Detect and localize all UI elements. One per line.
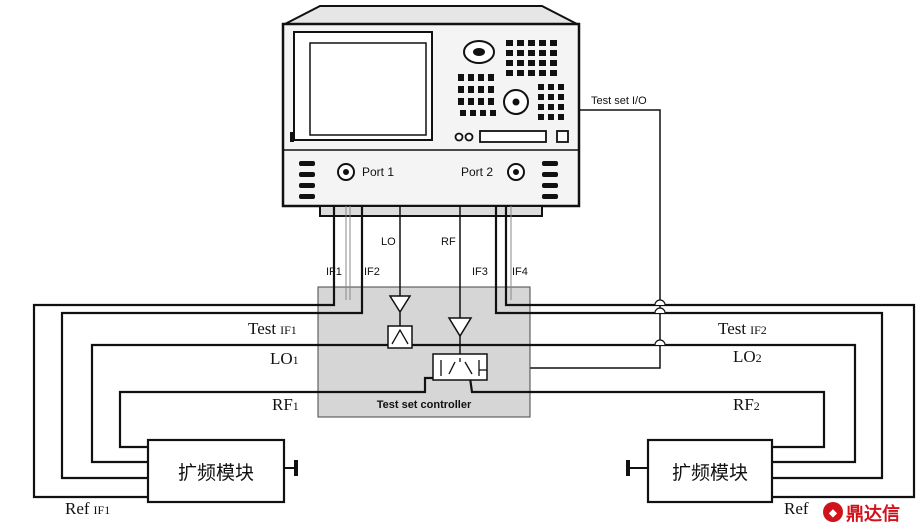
keypad-key bbox=[548, 94, 554, 100]
right-lo-label: LO2 bbox=[733, 347, 762, 366]
keypad-key bbox=[550, 50, 557, 56]
keypad bbox=[458, 40, 564, 120]
keypad-key bbox=[528, 50, 535, 56]
keypad-key bbox=[550, 70, 557, 76]
left-rf-label: RF1 bbox=[272, 395, 299, 414]
test-set-io-label: Test set I/O bbox=[591, 95, 647, 107]
line-if4-ref bbox=[504, 206, 916, 499]
controller-label: Test set controller bbox=[377, 399, 472, 411]
keypad-key bbox=[517, 40, 524, 46]
keypad-key bbox=[538, 84, 544, 90]
right-module-label: 扩频模块 bbox=[672, 462, 748, 484]
keypad-key bbox=[468, 74, 474, 81]
if3-label: IF3 bbox=[472, 266, 488, 278]
right-ref-label: Ref bbox=[784, 499, 809, 518]
keypad-key bbox=[528, 70, 535, 76]
rf-switch-icon bbox=[432, 353, 488, 381]
keypad-key bbox=[539, 70, 546, 76]
keypad-key bbox=[538, 114, 544, 120]
if2-label: IF2 bbox=[364, 266, 380, 278]
keypad-key bbox=[458, 74, 464, 81]
left-extension-module: 扩频模块 bbox=[146, 438, 298, 504]
if1-label: IF1 bbox=[326, 266, 342, 278]
watermark: ◆ 鼎达信 bbox=[823, 502, 900, 525]
keypad-key bbox=[468, 86, 474, 93]
keypad-key bbox=[470, 110, 476, 116]
keypad-key bbox=[460, 110, 466, 116]
left-module-label: 扩频模块 bbox=[178, 462, 254, 484]
keypad-key bbox=[517, 60, 524, 66]
lo-label: LO bbox=[381, 236, 396, 248]
keypad-key bbox=[506, 50, 513, 56]
keypad-key bbox=[458, 98, 464, 105]
right-port-connector-icon bbox=[626, 460, 630, 476]
keypad-key bbox=[478, 98, 484, 105]
line-rf2 bbox=[468, 377, 826, 449]
keypad-key bbox=[506, 40, 513, 46]
keypad-key bbox=[548, 104, 554, 110]
if4-label: IF4 bbox=[512, 266, 528, 278]
line-if3-test bbox=[494, 206, 884, 480]
rf-amplifier-icon bbox=[447, 317, 473, 338]
left-lo-label: LO1 bbox=[270, 349, 299, 368]
keypad-key bbox=[528, 60, 535, 66]
keypad-key bbox=[517, 50, 524, 56]
keypad-key bbox=[488, 98, 494, 105]
line-rf1 bbox=[118, 376, 440, 449]
left-port-connector-icon bbox=[294, 460, 298, 476]
line-lo1 bbox=[90, 343, 400, 464]
line-if1-ref bbox=[32, 206, 336, 499]
lo-splitter-icon bbox=[387, 325, 413, 349]
keypad-key bbox=[558, 104, 564, 110]
keypad-key bbox=[538, 104, 544, 110]
keypad-key bbox=[558, 114, 564, 120]
svg-text:◆: ◆ bbox=[828, 508, 837, 519]
keypad-key bbox=[517, 70, 524, 76]
keypad-key bbox=[488, 74, 494, 81]
line-if2-test bbox=[60, 206, 364, 480]
network-analyzer: Port 1 Port 2 bbox=[281, 5, 581, 217]
keypad-key bbox=[506, 60, 513, 66]
keypad-key bbox=[548, 84, 554, 90]
drive-slot bbox=[479, 130, 547, 143]
keypad-key bbox=[558, 94, 564, 100]
keypad-key bbox=[528, 40, 535, 46]
watermark-logo-icon bbox=[823, 502, 843, 522]
keypad-key bbox=[480, 110, 486, 116]
keypad-key bbox=[550, 40, 557, 46]
keypad-key bbox=[488, 86, 494, 93]
test-set-controller bbox=[317, 286, 531, 418]
keypad-key bbox=[539, 60, 546, 66]
keypad-key bbox=[468, 98, 474, 105]
keypad-key bbox=[506, 70, 513, 76]
rf-label: RF bbox=[441, 236, 456, 248]
watermark-text: 鼎达信 bbox=[846, 503, 900, 525]
keypad-key bbox=[478, 86, 484, 93]
keypad-key bbox=[458, 86, 464, 93]
keypad-key bbox=[539, 40, 546, 46]
keypad-key bbox=[558, 84, 564, 90]
keypad-key bbox=[550, 60, 557, 66]
port2-label: Port 2 bbox=[461, 165, 493, 179]
keypad-key bbox=[548, 114, 554, 120]
right-rf-label: RF2 bbox=[733, 395, 760, 414]
port1-label: Port 1 bbox=[362, 165, 394, 179]
keypad-key bbox=[538, 94, 544, 100]
line-lo2 bbox=[410, 343, 857, 464]
right-extension-module: 扩频模块 bbox=[626, 438, 774, 504]
lo-amplifier-icon bbox=[388, 295, 412, 314]
keypad-key bbox=[490, 110, 496, 116]
keypad-key bbox=[478, 74, 484, 81]
keypad-key bbox=[539, 50, 546, 56]
test-set-io-cable bbox=[487, 109, 661, 369]
